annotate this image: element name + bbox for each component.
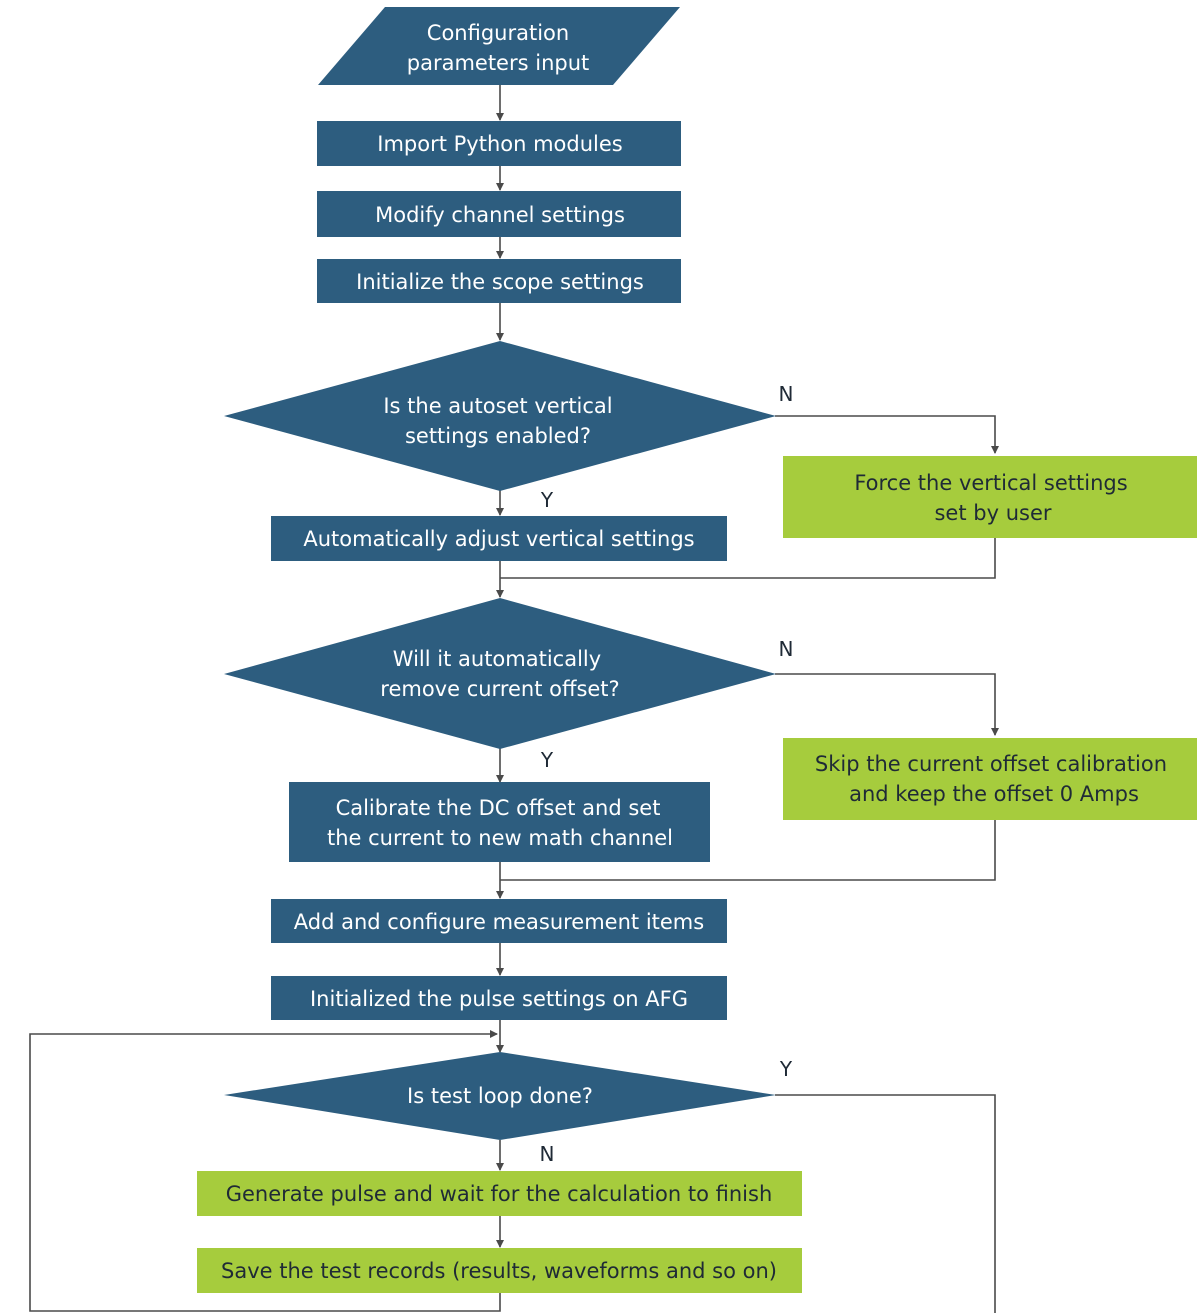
edge-force-to-merge: [500, 538, 996, 579]
config-input-line2: parameters input: [407, 51, 590, 75]
skip-calibration-line1: Skip the current offset calibration: [815, 752, 1167, 776]
node-auto-adjust: Automatically adjust vertical settings: [271, 516, 727, 561]
node-skip-calibration: Skip the current offset calibration and …: [783, 738, 1197, 820]
node-add-measurement: Add and configure measurement items: [271, 899, 727, 943]
edge-autoset-no: [775, 415, 999, 454]
node-config-input: Configuration parameters input: [318, 7, 680, 85]
force-vertical-line1: Force the vertical settings: [854, 471, 1127, 495]
node-calibrate-dc: Calibrate the DC offset and set the curr…: [289, 782, 710, 862]
autoset-no-label: N: [779, 382, 794, 406]
node-modify-channel: Modify channel settings: [317, 191, 681, 237]
offset-no-label: N: [779, 637, 794, 661]
config-input-line1: Configuration: [427, 21, 569, 45]
node-loop-decision: Is test loop done?: [224, 1052, 776, 1140]
skip-calibration-line2: and keep the offset 0 Amps: [849, 782, 1139, 806]
node-offset-decision: Will it automatically remove current off…: [224, 598, 776, 749]
node-init-scope: Initialize the scope settings: [317, 259, 681, 303]
modify-channel-label: Modify channel settings: [375, 203, 625, 227]
offset-yes-label: Y: [540, 748, 554, 772]
force-vertical-line2: set by user: [934, 501, 1051, 525]
generate-pulse-label: Generate pulse and wait for the calculat…: [226, 1182, 773, 1206]
auto-adjust-label: Automatically adjust vertical settings: [303, 527, 694, 551]
edge-skip-to-merge: [500, 820, 996, 881]
node-force-vertical: Force the vertical settings set by user: [783, 456, 1197, 538]
import-modules-label: Import Python modules: [377, 132, 622, 156]
node-autoset-decision: Is the autoset vertical settings enabled…: [224, 341, 776, 491]
save-records-label: Save the test records (results, waveform…: [221, 1259, 777, 1283]
connectors: [29, 85, 999, 1313]
autoset-yes-label: Y: [540, 488, 554, 512]
autoset-decision-line2: settings enabled?: [405, 424, 591, 448]
edge-save-loop-back: [29, 1030, 501, 1312]
node-save-records: Save the test records (results, waveform…: [197, 1248, 802, 1293]
calibrate-dc-line1: Calibrate the DC offset and set: [336, 796, 661, 820]
init-pulse-label: Initialized the pulse settings on AFG: [310, 987, 688, 1011]
offset-decision-line2: remove current offset?: [380, 677, 619, 701]
node-import-modules: Import Python modules: [317, 121, 681, 166]
node-generate-pulse: Generate pulse and wait for the calculat…: [197, 1171, 802, 1216]
edge-offset-no: [775, 673, 999, 736]
loop-decision-label: Is test loop done?: [407, 1084, 593, 1108]
loop-yes-label: Y: [779, 1057, 793, 1081]
edge-loop-yes: [775, 1094, 996, 1313]
node-init-pulse: Initialized the pulse settings on AFG: [271, 976, 727, 1020]
loop-no-label: N: [540, 1142, 555, 1166]
add-measurement-label: Add and configure measurement items: [294, 910, 704, 934]
calibrate-dc-line2: the current to new math channel: [327, 826, 673, 850]
init-scope-label: Initialize the scope settings: [356, 270, 644, 294]
offset-decision-line1: Will it automatically: [393, 647, 601, 671]
autoset-decision-line1: Is the autoset vertical: [383, 394, 612, 418]
